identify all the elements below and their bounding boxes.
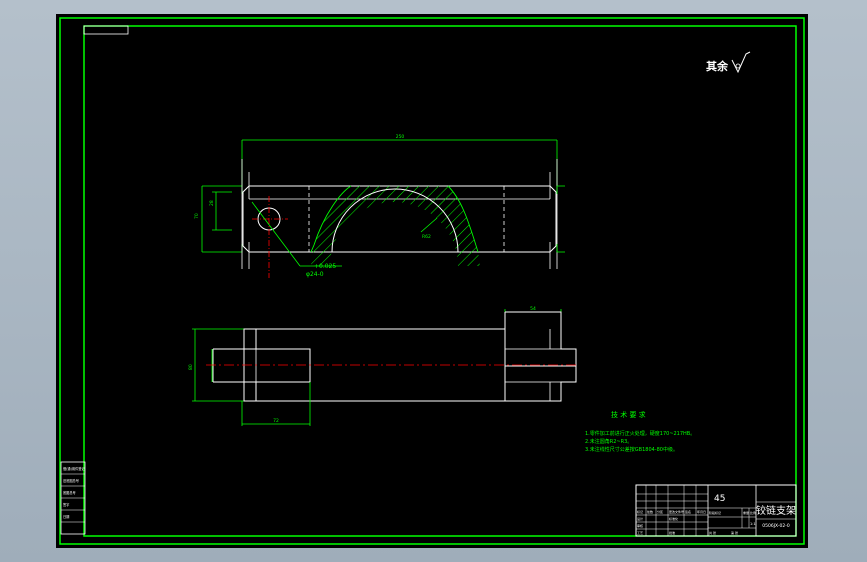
corner-code-box bbox=[83, 25, 129, 35]
dim-top-width: 54 bbox=[530, 306, 536, 312]
tb-label: 分区 bbox=[657, 509, 663, 514]
outer-border bbox=[59, 17, 805, 545]
dim-overall-length: 250 bbox=[396, 134, 405, 140]
tb-label: 审核 bbox=[637, 523, 643, 528]
material-text: 45 bbox=[714, 494, 725, 504]
cad-viewport[interactable]: 借(通)用件登记 旧底图总号 底图总号 签字 日期 其余 250 70 28 bbox=[56, 14, 808, 548]
tb-label: 比例 bbox=[750, 510, 756, 515]
title-block: 标记 处数 分区 更改文件号 签名 年月日 设计 标准化 审核 工艺 批准 45… bbox=[635, 484, 797, 537]
tb-label: 标记 bbox=[637, 509, 643, 514]
tb-label: 更改文件号 bbox=[669, 509, 684, 514]
technical-requirements: 技 术 要 求 1.零件加工前进行正火处理，硬度170~217HB。 2.未注圆… bbox=[585, 410, 695, 453]
side-registration-table: 借(通)用件登记 旧底图总号 底图总号 签字 日期 bbox=[60, 461, 85, 535]
front-view: 250 70 28 R62 bbox=[194, 134, 565, 278]
dim-bottom-width: 72 bbox=[273, 418, 279, 424]
side-label: 借(通)用件登记 bbox=[63, 466, 85, 471]
tb-label: 批准 bbox=[669, 530, 675, 535]
side-label: 旧底图总号 bbox=[63, 478, 79, 483]
tb-label: 重量 bbox=[743, 510, 749, 515]
dim-left-h2: 28 bbox=[209, 200, 215, 206]
inner-border bbox=[83, 25, 797, 537]
tech-req-item: 1.零件加工前进行正火处理，硬度170~217HB。 bbox=[585, 430, 695, 437]
top-view: 54 80 72 bbox=[188, 306, 577, 426]
dim-front-height: 80 bbox=[188, 364, 194, 370]
tb-label: 工艺 bbox=[637, 530, 643, 535]
part-name-text: 铰链支架 bbox=[756, 504, 796, 517]
tb-label: 处数 bbox=[647, 509, 653, 514]
cad-drawing: 借(通)用件登记 旧底图总号 底图总号 签字 日期 其余 250 70 28 bbox=[59, 17, 805, 545]
tb-label: 签名 bbox=[685, 509, 691, 514]
tech-req-item: 3.未注线性尺寸公差按GB1804-80中级。 bbox=[585, 446, 678, 453]
roughness-symbol-icon bbox=[731, 51, 751, 74]
side-label: 签字 bbox=[63, 502, 69, 507]
tech-req-title: 技 术 要 求 bbox=[611, 410, 646, 419]
side-label: 底图总号 bbox=[63, 490, 76, 495]
surface-note-text: 其余 bbox=[706, 59, 729, 73]
dim-arc-radius: R62 bbox=[422, 234, 431, 240]
side-label: 日期 bbox=[63, 514, 69, 519]
tb-label: 共 张 bbox=[709, 530, 716, 535]
tb-label: 设计 bbox=[637, 516, 643, 521]
surface-roughness-note: 其余 bbox=[706, 51, 751, 74]
tb-label: 年月日 bbox=[697, 509, 706, 514]
tech-req-item: 2.未注圆角R2~R3。 bbox=[585, 438, 632, 445]
drawing-code-text: 0506JX-02-0 bbox=[762, 523, 790, 529]
scale-text: 1:1 bbox=[750, 522, 756, 526]
tb-label: 第 张 bbox=[731, 530, 738, 535]
dim-hole-diameter: φ24-0 bbox=[306, 271, 324, 278]
tb-label: 标准化 bbox=[669, 516, 678, 521]
dim-left-h3: 70 bbox=[194, 213, 200, 219]
dim-hole-tolerance: +0.025 bbox=[314, 263, 336, 270]
tb-label: 阶段标记 bbox=[709, 510, 721, 515]
